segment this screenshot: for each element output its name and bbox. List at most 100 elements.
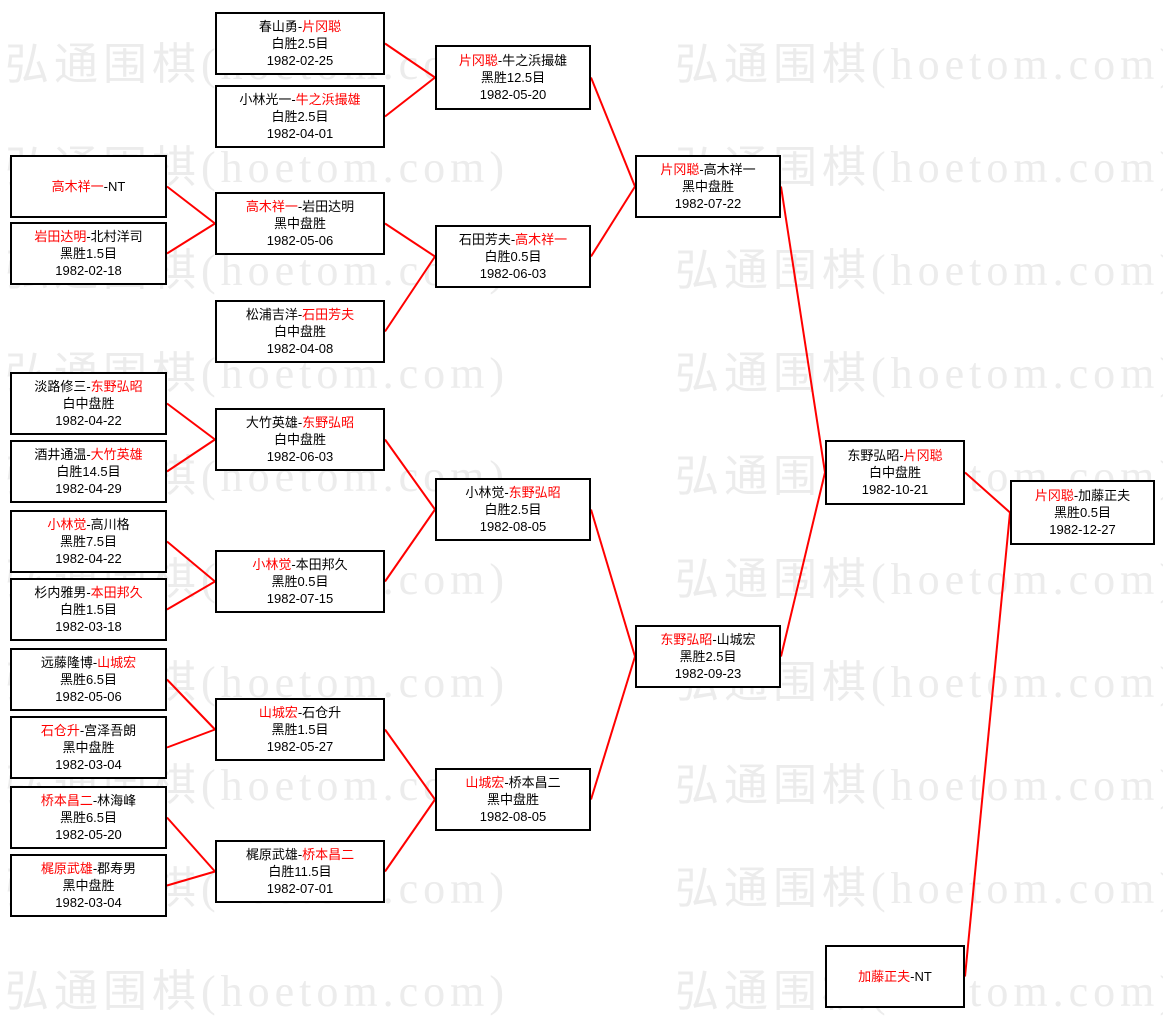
match-date: 1982-02-18 [55, 263, 122, 278]
winner-name: 小林觉 [47, 517, 87, 532]
match-players: 淡路修三-东野弘昭 [34, 379, 143, 394]
match-date: 1982-05-20 [479, 87, 547, 102]
player-name: 高木祥一 [703, 162, 756, 177]
watermark: 弘通围棋(hoetom.com) [675, 40, 1163, 89]
bracket-line [590, 656, 636, 800]
player-name: 石仓升 [302, 705, 342, 720]
player-name: 本田邦久 [295, 557, 348, 572]
match-result: 白胜11.5目 [268, 864, 332, 879]
player-name: 小林觉 [465, 485, 505, 500]
player-name: 东野弘昭 [847, 448, 900, 463]
winner-name: 加藤正夫 [858, 969, 911, 984]
winner-name: 牛之浜撮雄 [295, 92, 361, 107]
match-date: 1982-05-06 [55, 689, 122, 704]
match-players: 岩田达明-北村洋司 [34, 229, 143, 244]
player-name: 北村洋司 [90, 229, 143, 244]
match-result: 黑胜12.5目 [480, 70, 546, 85]
match-result: 黑胜0.5目 [1053, 505, 1112, 520]
match-players: 片冈聪-牛之浜撮雄 [458, 53, 568, 68]
player-name: 小林光一 [239, 92, 292, 107]
match-players: 小林觉-本田邦久 [252, 557, 348, 572]
winner-name: 片冈聪 [458, 53, 498, 68]
bracket-line [166, 438, 216, 473]
match-box: 高木祥一-NT [10, 155, 167, 218]
match-players: 东野弘昭-片冈聪 [847, 448, 943, 463]
match-players: 片冈聪-加藤正夫 [1034, 488, 1131, 503]
match-result: 黑胜6.5目 [59, 672, 118, 687]
bracket-line [964, 471, 1011, 514]
match-date: 1982-10-21 [861, 482, 929, 497]
match-box: 片冈聪-加藤正夫黑胜0.5目 1982-12-27 [1010, 480, 1155, 545]
match-players: 石田芳夫-高木祥一 [458, 232, 568, 247]
bracket-line [166, 728, 216, 749]
match-date: 1982-04-08 [266, 341, 334, 356]
match-players: 山城宏-桥本昌二 [465, 775, 561, 790]
winner-name: 片冈聪 [903, 448, 943, 463]
match-date: 1982-04-22 [55, 551, 122, 566]
match-players: 片冈聪-高木祥一 [660, 162, 756, 177]
bracket-line [384, 255, 436, 333]
winner-name: 小林觉 [252, 557, 292, 572]
player-name: 桥本昌二 [508, 775, 561, 790]
match-result: 黑胜6.5目 [59, 810, 118, 825]
bracket-line [384, 222, 436, 258]
player-name: 郡寿男 [97, 861, 137, 876]
winner-name: 岩田达明 [34, 229, 87, 244]
match-date: 1982-06-03 [479, 266, 547, 281]
watermark: 弘通围棋(hoetom.com) [675, 864, 1163, 913]
winner-name: 石仓升 [40, 723, 80, 738]
match-box: 片冈聪-牛之浜撮雄黑胜12.5目 1982-05-20 [435, 45, 591, 110]
match-players: 加藤正夫-NT [858, 969, 932, 984]
match-result: 白中盘胜 [273, 324, 326, 339]
match-result: 白胜2.5目 [484, 502, 542, 517]
match-result: 黑胜7.5目 [59, 534, 118, 549]
winner-name: 桥本昌二 [40, 793, 93, 808]
match-players: 石仓升-宫泽吾朗 [40, 723, 137, 738]
bracket-line [166, 580, 216, 611]
match-box: 岩田达明-北村洋司黑胜1.5目 1982-02-18 [10, 222, 167, 285]
match-date: 1982-03-18 [55, 619, 122, 634]
player-name: 加藤正夫 [1078, 488, 1131, 503]
winner-name: 本田邦久 [90, 585, 143, 600]
player-name: 酒井通温 [34, 447, 87, 462]
player-name: 高川格 [90, 517, 130, 532]
match-players: 杉内雅男-本田邦久 [34, 585, 143, 600]
watermark: 弘通围棋(hoetom.com) [675, 349, 1163, 398]
player-name: 杉内雅男 [34, 585, 87, 600]
player-name: 宫泽吾朗 [84, 723, 137, 738]
match-result: 黑中盘胜 [62, 878, 115, 893]
winner-name: 山城宏 [97, 655, 137, 670]
match-result: 白中盘胜 [273, 432, 326, 447]
match-date: 1982-12-27 [1049, 522, 1116, 537]
match-players: 梶原武雄-桥本昌二 [245, 847, 355, 862]
match-date: 1982-05-06 [266, 233, 334, 248]
winner-name: 梶原武雄 [40, 861, 93, 876]
match-result: 黑胜2.5目 [679, 649, 737, 664]
match-result: 黑胜1.5目 [59, 246, 118, 261]
match-players: 桥本昌二-林海峰 [40, 793, 137, 808]
bracket-line [590, 77, 636, 187]
bracket-line [780, 186, 826, 473]
player-name: 牛之浜撮雄 [502, 53, 568, 68]
match-players: 梶原武雄-郡寿男 [40, 861, 137, 876]
player-name: 春山勇 [258, 19, 298, 34]
match-players: 山城宏-石仓升 [258, 705, 342, 720]
match-date: 1982-07-22 [674, 196, 742, 211]
winner-name: 高木祥一 [515, 232, 568, 247]
match-result: 黑中盘胜 [273, 216, 326, 231]
match-players: 东野弘昭-山城宏 [660, 632, 756, 647]
player-name: 林海峰 [97, 793, 137, 808]
